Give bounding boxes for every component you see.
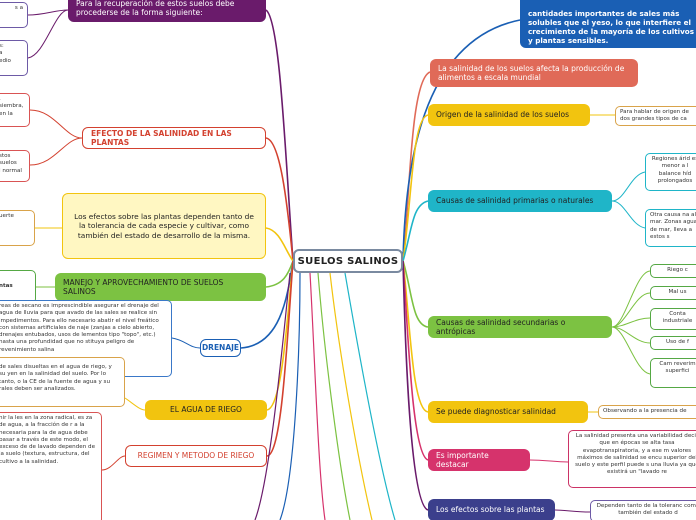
connector-r0 bbox=[402, 19, 521, 262]
connector-r7 bbox=[402, 260, 429, 511]
branch-regimen-riego[interactable]: REGIMEN Y METODO DE RIEGO bbox=[125, 445, 267, 467]
causa-mal-uso: Mal us bbox=[650, 286, 696, 300]
causa-contaminacion: Conta industriale bbox=[650, 308, 696, 330]
note-importante: La salinidad presenta una variabilidad d… bbox=[568, 430, 696, 488]
branch-importante-destacar[interactable]: Es importante destacar bbox=[428, 449, 530, 471]
note-recuperacion-2: s: a edio bbox=[0, 40, 28, 76]
connector-r5 bbox=[402, 260, 429, 413]
branch-drenaje[interactable]: DRENAJE bbox=[200, 339, 241, 357]
branch-efectos-plantas-left[interactable]: Los efectos sobre las plantas dependen t… bbox=[62, 193, 266, 259]
branch-causas-primarias[interactable]: Causas de salinidad primarias o naturale… bbox=[428, 190, 612, 212]
connector-r3 bbox=[402, 200, 429, 262]
branch-recuperacion[interactable]: Para la recuperación de estos suelos deb… bbox=[68, 0, 266, 22]
note-regimen-riego: nir la les en la zona radical, es za de … bbox=[0, 412, 102, 520]
note-origen: Para hablar de origen de dos grandes tip… bbox=[615, 106, 696, 126]
branch-efectos-plantas-right[interactable]: Los efectos sobre las plantas bbox=[428, 499, 555, 520]
branch-salinidad-produccion[interactable]: La salinidad de los suelos afecta la pro… bbox=[430, 59, 638, 87]
note-efecto-1: , siembra, en la bbox=[0, 93, 30, 127]
branch-agua-riego[interactable]: EL AGUA DE RIEGO bbox=[145, 400, 267, 420]
branch-origen-salinidad[interactable]: Origen de la salinidad de los suelos bbox=[428, 104, 590, 126]
branch-diagnosticar[interactable]: Se puede diagnosticar salinidad bbox=[428, 401, 588, 423]
note-causas-primarias-2: Otra causa na al mar. Zonas agua de mar,… bbox=[645, 209, 696, 247]
connector-r4 bbox=[402, 260, 429, 328]
note-causas-primarias-1: Regiones árid es menor a l balance híd p… bbox=[645, 153, 696, 191]
right-top-note[interactable]: cantidades importantes de sales más solu… bbox=[520, 0, 696, 48]
connector-l5 bbox=[240, 260, 294, 349]
note-diagnosticar: Observando a la presencia de bbox=[598, 405, 696, 419]
central-topic[interactable]: SUELOS SALINOS bbox=[293, 249, 403, 273]
branch-efecto-salinidad-plantas[interactable]: EFECTO DE LA SALINIDAD EN LAS PLANTAS bbox=[82, 127, 266, 149]
branch-causas-secundarias[interactable]: Causas de salinidad secundarias o antróp… bbox=[428, 316, 612, 338]
note-efecto-2: stos suelos l normal bbox=[0, 150, 30, 182]
connector-l1 bbox=[265, 9, 294, 262]
note-efectos-plantas-left: uerte bbox=[0, 210, 35, 246]
connector-r2 bbox=[402, 114, 429, 262]
note-agua-riego: de sales disueltas en el agua de riego, … bbox=[0, 357, 125, 407]
connector-l3 bbox=[265, 227, 294, 262]
causa-cambios: Cam reverim superfici bbox=[650, 358, 696, 388]
note-recuperacion-1: s a bbox=[0, 2, 28, 28]
causa-riego: Riego c bbox=[650, 264, 696, 278]
note-efectos-plantas-right: Dependen tanto de la toleranc como tambi… bbox=[590, 500, 696, 520]
connector-l2 bbox=[265, 137, 294, 262]
connector-l7 bbox=[266, 260, 294, 457]
connector-r6 bbox=[402, 260, 429, 461]
note-manejo: ntas bbox=[0, 270, 36, 304]
causa-uso-fertilizantes: Uso de f bbox=[650, 336, 696, 350]
branch-manejo-aprovechamiento[interactable]: MANEJO Y APROVECHAMIENTO DE SUELOS SALIN… bbox=[55, 273, 266, 301]
